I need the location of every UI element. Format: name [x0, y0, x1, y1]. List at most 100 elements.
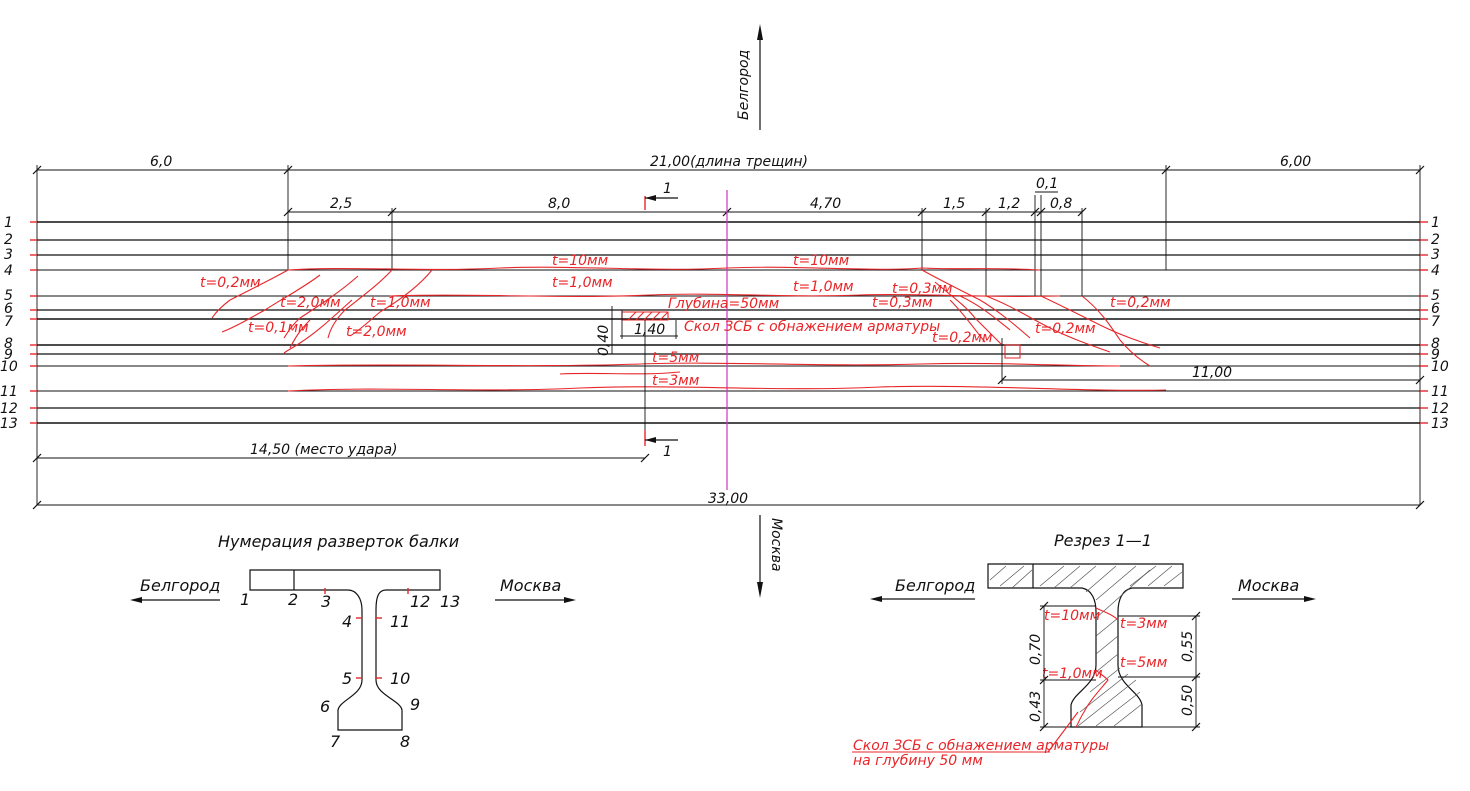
bottom-dimensions: 14,50 (место удара) 11,00 33,00: [32, 338, 1425, 510]
line-num-right: 9: [1431, 347, 1440, 363]
line-num-left: 12: [0, 401, 18, 417]
numbering-title: Нумерация разверток балки: [218, 532, 459, 551]
section-mark: 1 1: [644, 181, 678, 460]
num-7: 7: [330, 732, 341, 751]
label-t02-r3: t=0,2мм: [932, 330, 993, 346]
line-num-left: 8: [4, 336, 13, 352]
line-num-right: 7: [1431, 314, 1440, 330]
cracks: [211, 266, 1167, 392]
north-label: Белгород: [736, 50, 752, 120]
line-num-left: 6: [4, 301, 13, 317]
line-num-left: 11: [0, 384, 18, 400]
north-direction: Белгород: [736, 24, 763, 130]
num-12: 12: [410, 592, 430, 611]
section-title: Резрез 1—1: [1054, 531, 1152, 550]
section-d043: 0,43: [1028, 691, 1044, 722]
line-numbers-left: 1 2 3 4 5 6 7 8 9 10 11 12 13: [0, 215, 18, 432]
label-t10-left: t=10мм: [552, 253, 609, 269]
line-num-left: 7: [4, 314, 13, 330]
south-label: Москва: [768, 518, 784, 572]
line-num-right: 4: [1431, 263, 1440, 279]
label-t10-b: t=1,0мм: [370, 295, 431, 311]
label-t20-b: t=2,0мм: [346, 324, 407, 340]
numbering-right-dir: Москва: [500, 576, 561, 595]
line-num-right: 11: [1431, 384, 1449, 400]
line-num-left: 4: [4, 263, 13, 279]
line-numbers-right: 1 2 3 4 5 6 7 8 9 10 11 12 13: [1431, 215, 1449, 432]
label-t5: t=5мм: [652, 350, 700, 366]
section-t5: t=5мм: [1120, 655, 1168, 671]
label-t1-right: t=1,0мм: [793, 279, 854, 295]
num-10: 10: [390, 669, 410, 688]
line-num-right: 5: [1431, 288, 1440, 304]
spall-depth-label: Глубина=50мм: [668, 296, 780, 312]
label-t02-r1: t=0,2мм: [1110, 295, 1171, 311]
section-d070: 0,70: [1028, 634, 1044, 665]
section-d055: 0,55: [1180, 631, 1196, 662]
num-8: 8: [400, 732, 410, 751]
line-num-left: 3: [4, 247, 13, 263]
line-num-left: 1: [4, 215, 13, 231]
dim-left-6: 6,0: [150, 154, 172, 170]
section-t10: t=10мм: [1044, 608, 1101, 624]
num-1: 1: [240, 590, 250, 609]
line-num-left: 2: [4, 232, 13, 248]
num-3: 3: [321, 592, 331, 611]
label-t3: t=3мм: [652, 373, 700, 389]
line-num-left: 10: [0, 359, 18, 375]
line-num-left: 13: [0, 416, 18, 432]
line-num-left: 9: [4, 347, 13, 363]
dim-4-70: 4,70: [810, 196, 841, 212]
num-5: 5: [342, 669, 352, 688]
spall-width: 1,40: [634, 322, 665, 338]
section-t3: t=3мм: [1120, 616, 1168, 632]
line-num-right: 1: [1431, 215, 1440, 231]
line-num-right: 13: [1431, 416, 1449, 432]
num-9: 9: [410, 695, 420, 714]
line-num-right: 3: [1431, 247, 1440, 263]
section-mark-top: 1: [663, 181, 672, 197]
spall-desc-label: Скол ЗСБ с обнажением арматуры: [684, 319, 940, 335]
label-t01: t=0,1мм: [248, 320, 309, 336]
dim-1-5: 1,5: [943, 196, 965, 212]
dim-0-8: 0,8: [1050, 196, 1072, 212]
section-spall-line1: Скол ЗСБ с обнажением арматуры: [853, 738, 1109, 754]
spall-area: Глубина=50мм Скол ЗСБ с обнажением армат…: [596, 296, 940, 356]
line-num-right: 10: [1431, 359, 1449, 375]
num-11: 11: [390, 612, 410, 631]
label-t1-left: t=1,0мм: [552, 275, 613, 291]
dim-total-21: 21,00(длина трещин): [650, 154, 808, 170]
dim-2-5: 2,5: [330, 196, 352, 212]
label-t20-a: t=2,0мм: [280, 295, 341, 311]
section-t1: t=1,0мм: [1042, 666, 1103, 682]
line-num-right: 12: [1431, 401, 1449, 417]
label-t02-r2: t=0,2мм: [1035, 321, 1096, 337]
development-lines: 1 2 3 4 5 6 7 8 9 10 11 12 13 1 2 3 4 5 …: [0, 215, 1449, 432]
dim-33: 33,00: [708, 491, 748, 507]
label-t03-a: t=0,3мм: [892, 281, 953, 297]
line-num-right: 6: [1431, 301, 1440, 317]
spall-height: 0,40: [596, 325, 612, 356]
section-spall-line2: на глубину 50 мм: [853, 753, 983, 769]
dim-1-2: 1,2: [998, 196, 1020, 212]
num-6: 6: [320, 697, 330, 716]
section-d050: 0,50: [1180, 685, 1196, 716]
dim-11: 11,00: [1192, 365, 1232, 381]
line-num-right: 2: [1431, 232, 1440, 248]
dim-0-1: 0,1: [1036, 176, 1058, 192]
line-num-left: 5: [4, 288, 13, 304]
section-left-dir: Белгород: [895, 576, 975, 595]
south-direction: Москва: [757, 515, 784, 598]
label-t03-b: t=0,3мм: [872, 295, 933, 311]
section-mark-bottom: 1: [663, 444, 672, 460]
section-1-1: Резрез 1—1 Белгород Москва: [852, 531, 1316, 769]
num-4: 4: [342, 612, 352, 631]
num-13: 13: [440, 592, 460, 611]
dim-right-6: 6,00: [1280, 154, 1311, 170]
numbering-diagram: Нумерация разверток балки Белгород Москв…: [130, 532, 576, 751]
label-t10-right: t=10мм: [793, 253, 850, 269]
line-num-right: 8: [1431, 336, 1440, 352]
dim-8-0: 8,0: [548, 196, 570, 212]
numbering-left-dir: Белгород: [140, 576, 220, 595]
